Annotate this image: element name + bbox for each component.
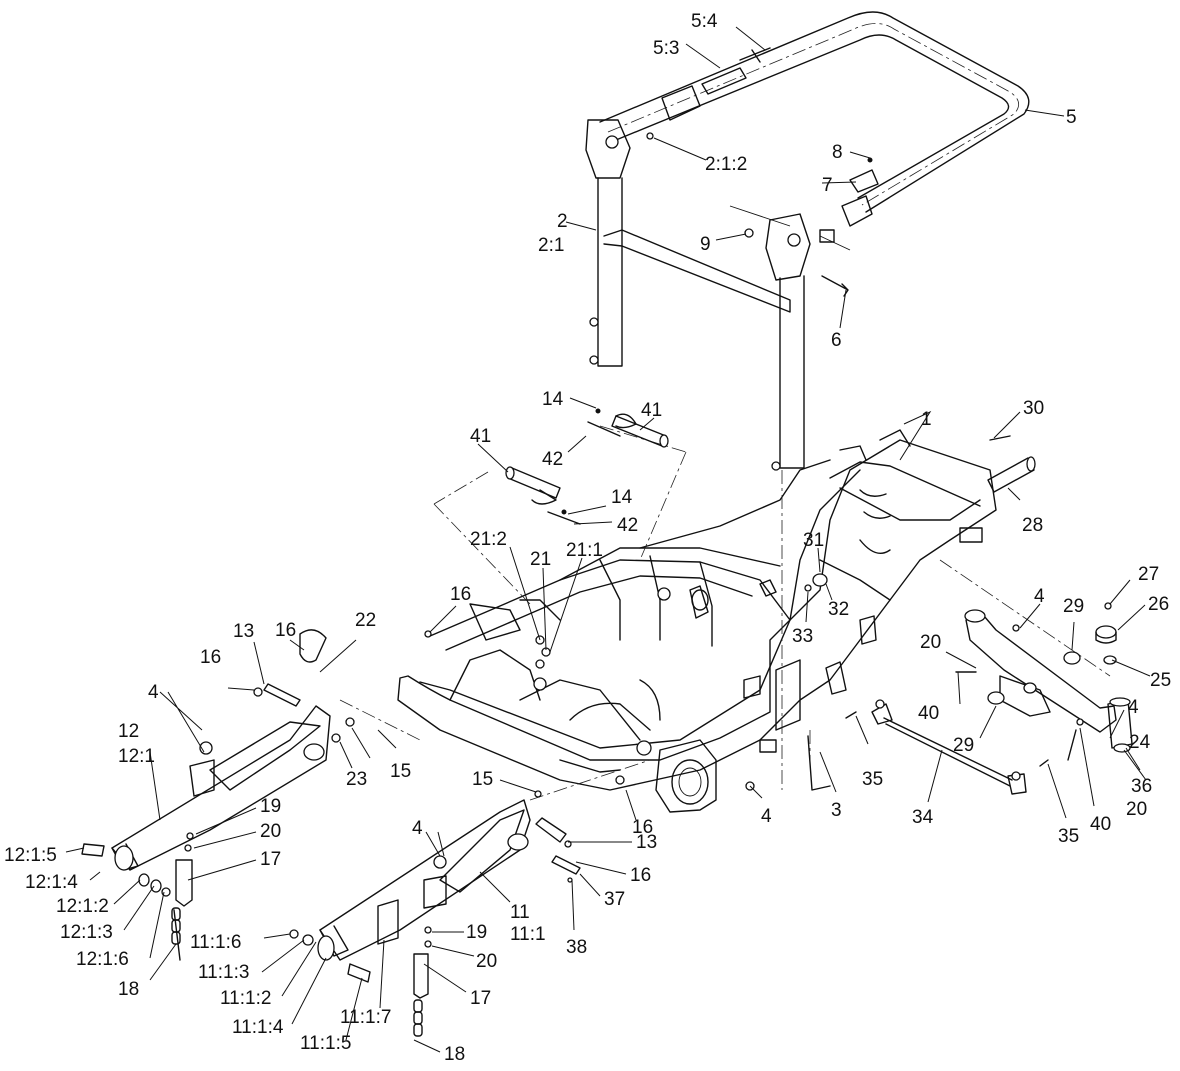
callout-34: 34 xyxy=(912,807,934,828)
callout-11-1-7: 11:1:7 xyxy=(340,1007,391,1028)
callout-29-a: 29 xyxy=(1063,596,1084,617)
callout-5-3: 5:3 xyxy=(653,38,679,59)
callout-9: 9 xyxy=(700,234,711,255)
callout-3: 3 xyxy=(831,800,842,821)
callout-20-c: 20 xyxy=(260,821,281,842)
callout-30: 30 xyxy=(1023,398,1044,419)
callout-22: 22 xyxy=(355,610,376,631)
callout-4-e: 4 xyxy=(412,818,423,839)
callout-17-b: 17 xyxy=(470,988,491,1009)
pivot-pins xyxy=(505,408,669,525)
callout-27: 27 xyxy=(1138,564,1159,585)
callout-35-a: 35 xyxy=(862,769,883,790)
callout-38: 38 xyxy=(566,937,587,958)
callout-16-d: 16 xyxy=(632,817,653,838)
callout-16-c: 16 xyxy=(200,647,221,668)
callout-21-1: 21:1 xyxy=(566,540,603,561)
callout-21-2: 21:2 xyxy=(470,529,507,550)
callout-19-a: 19 xyxy=(260,796,281,817)
callout-28: 28 xyxy=(1022,515,1043,536)
callout-32: 32 xyxy=(828,599,849,620)
callout-5: 5 xyxy=(1066,107,1077,128)
callout-12-1-4: 12:1:4 xyxy=(25,872,78,893)
callout-40-a: 40 xyxy=(918,703,939,724)
rear-pin xyxy=(804,435,1036,592)
front-axle xyxy=(955,602,1133,761)
callout-11-1-6: 11:1:6 xyxy=(190,932,241,953)
callout-20-b: 20 xyxy=(1126,799,1147,820)
leader-lines xyxy=(65,26,1151,1053)
callout-16-e: 16 xyxy=(630,865,651,886)
roll-bar-hoop xyxy=(599,11,1030,227)
callout-16-a: 16 xyxy=(450,584,471,605)
callout-12-1-3: 12:1:3 xyxy=(60,922,113,943)
assembly-centerlines xyxy=(339,425,1111,801)
callout-12: 12 xyxy=(118,721,139,742)
callout-15-a: 15 xyxy=(390,761,411,782)
callout-41-b: 41 xyxy=(470,426,491,447)
callout-21: 21 xyxy=(530,549,551,570)
callout-5-4: 5:4 xyxy=(691,11,718,32)
callout-42-a: 42 xyxy=(542,449,563,470)
callout-17-a: 17 xyxy=(260,849,281,870)
callout-25: 25 xyxy=(1150,670,1171,691)
callout-42-b: 42 xyxy=(617,515,638,536)
callout-1: 1 xyxy=(921,409,932,430)
callout-11-1: 11:1 xyxy=(510,924,546,945)
callout-2-1: 2:1 xyxy=(538,235,564,256)
callout-12-1-6: 12:1:6 xyxy=(76,949,129,970)
callout-13-b: 13 xyxy=(636,832,657,853)
callout-4-d: 4 xyxy=(761,806,772,827)
callout-20-a: 20 xyxy=(920,632,941,653)
callout-41-a: 41 xyxy=(641,400,662,421)
callout-40-b: 40 xyxy=(1090,814,1111,835)
center-fasteners xyxy=(535,635,755,791)
callout-2-1-2: 2:1:2 xyxy=(705,154,747,175)
callout-20-d: 20 xyxy=(476,951,497,972)
callout-12-1-2: 12:1:2 xyxy=(56,896,109,917)
callout-18-a: 18 xyxy=(118,979,139,1000)
callout-11-1-3: 11:1:3 xyxy=(198,962,249,983)
callout-18-b: 18 xyxy=(444,1044,465,1065)
callout-16-b: 16 xyxy=(275,620,296,641)
callout-4-a: 4 xyxy=(1034,586,1045,607)
callout-23: 23 xyxy=(346,769,367,790)
callout-19-b: 19 xyxy=(466,922,487,943)
callout-11-1-2: 11:1:2 xyxy=(220,988,271,1009)
main-frame xyxy=(397,429,997,813)
callout-8: 8 xyxy=(832,142,843,163)
callout-13-a: 13 xyxy=(233,621,254,642)
callout-15-b: 15 xyxy=(472,769,493,790)
callout-11-1-4: 11:1:4 xyxy=(232,1017,284,1038)
callout-14-b: 14 xyxy=(611,487,633,508)
right-arm-assembly xyxy=(289,775,625,1037)
callout-labels: 5:4 5:3 5 2:1:2 8 7 2 2:1 9 6 14 41 30 4… xyxy=(4,11,1171,1065)
callout-14-a: 14 xyxy=(542,389,564,410)
callout-35-b: 35 xyxy=(1058,826,1079,847)
callout-6: 6 xyxy=(831,330,842,351)
callout-4-b: 4 xyxy=(148,682,159,703)
callout-33: 33 xyxy=(792,626,813,647)
callout-36: 36 xyxy=(1131,776,1152,797)
callout-7: 7 xyxy=(822,175,833,196)
callout-24: 24 xyxy=(1129,732,1151,753)
callout-11-1-5: 11:1:5 xyxy=(300,1033,351,1054)
left-arm-assembly xyxy=(81,629,432,961)
callout-2: 2 xyxy=(557,211,568,232)
callout-12-1-5: 12:1:5 xyxy=(4,845,57,866)
callout-37: 37 xyxy=(604,889,625,910)
tie-rod xyxy=(807,699,1049,795)
callout-31: 31 xyxy=(803,530,824,551)
callout-26: 26 xyxy=(1148,594,1169,615)
callout-11: 11 xyxy=(510,902,530,923)
callout-12-1: 12:1 xyxy=(118,746,155,767)
callout-29-b: 29 xyxy=(953,735,974,756)
callout-4-c: 4 xyxy=(1128,697,1139,718)
